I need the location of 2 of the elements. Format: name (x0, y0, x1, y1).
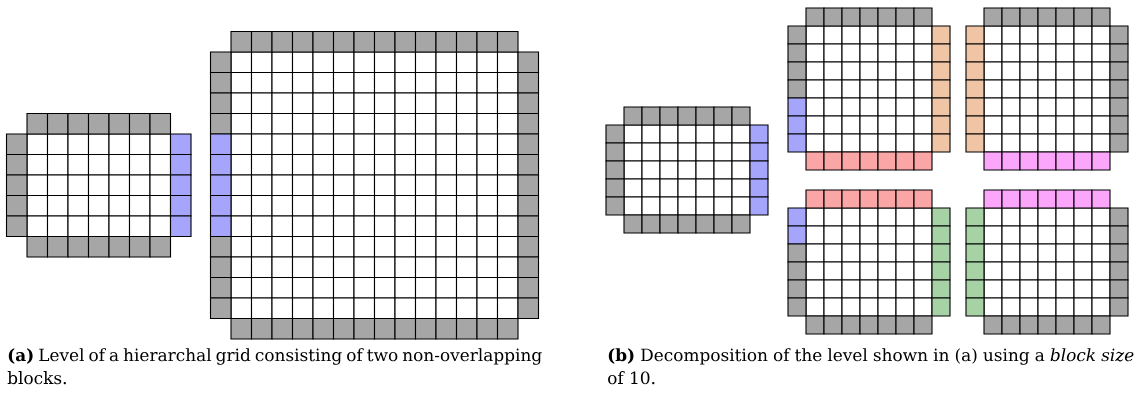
caption: (a) Level of a hierarchal grid consisting of two non-overlapping blocks. (7, 348, 542, 385)
caption: (b) Decomposition of the level shown in (a) using a block size of 10. (608, 348, 1134, 385)
